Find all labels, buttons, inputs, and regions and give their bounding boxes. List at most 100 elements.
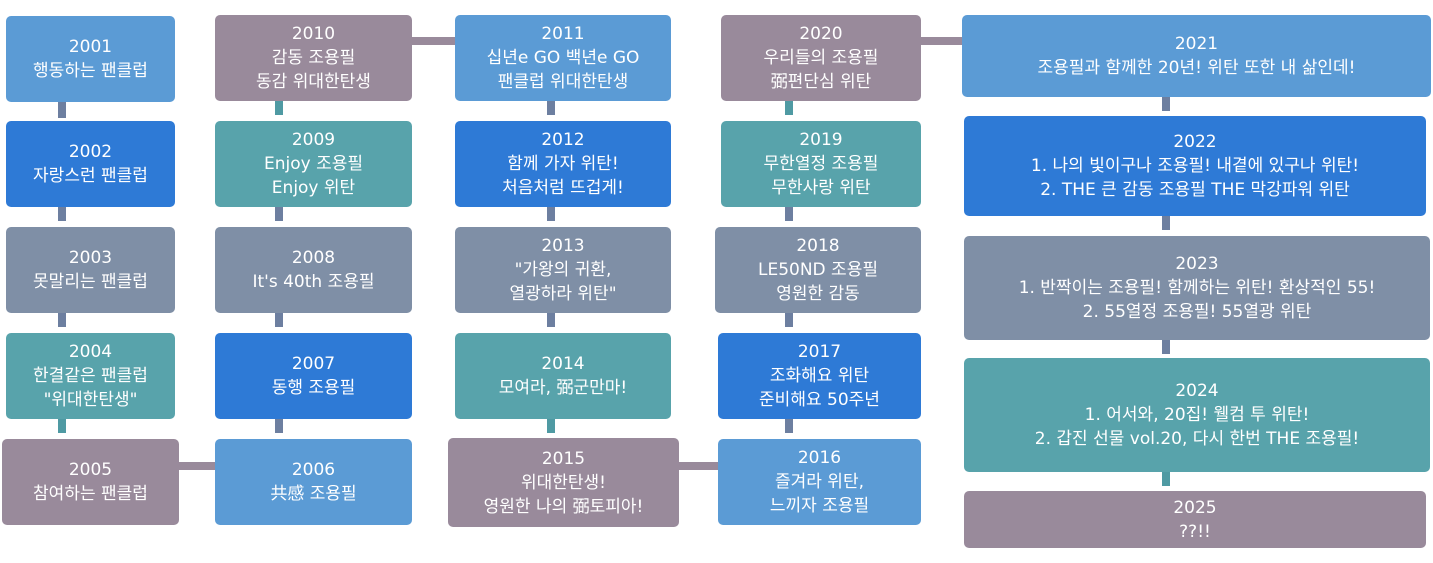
timeline-box-2006: 2006 共感 조용필 (215, 439, 412, 525)
timeline-slogan: 행동하는 팬클럽 (33, 61, 148, 81)
timeline-connector (1162, 216, 1170, 230)
timeline-connector (275, 313, 283, 327)
timeline-year: 2005 (68, 460, 113, 480)
timeline-slogan: 준비해요 50주년 (759, 390, 880, 410)
timeline-slogan: 1. 반짝이는 조용필! 함께하는 위탄! 환상적인 55! (1018, 278, 1376, 298)
timeline-connector (1162, 97, 1170, 111)
timeline-slogan: 조화해요 위탄 (769, 366, 870, 386)
timeline-slogan: LE50ND 조용필 (758, 260, 878, 280)
timeline-slogan: 2. THE 큰 감동 조용필 THE 막강파워 위탄 (1040, 180, 1350, 200)
timeline-slogan: 한결같은 팬클럽 (33, 366, 148, 386)
timeline-slogan: 1. 어서와, 20집! 웰컴 투 위탄! (1084, 405, 1310, 425)
timeline-box-2012: 2012 함께 가자 위탄! 처음처럼 뜨겁게! (455, 121, 671, 207)
timeline-slogan: 동행 조용필 (271, 378, 356, 398)
timeline-year: 2012 (541, 130, 585, 150)
timeline-year: 2015 (541, 448, 586, 469)
timeline-year: 2009 (291, 130, 336, 150)
timeline-slogan: 弼편단심 위탄 (770, 72, 872, 92)
timeline-slogan: 감동 조용필 (271, 48, 356, 68)
timeline-slogan: 2. 갑진 선물 vol.20, 다시 한번 THE 조용필! (1034, 429, 1360, 449)
timeline-slogan: 팬클럽 위대한탄생 (497, 72, 629, 92)
timeline-connector (547, 207, 555, 221)
timeline-year: 2014 (541, 354, 585, 374)
timeline-slogan: It's 40th 조용필 (252, 272, 375, 292)
timeline-slogan: 1. 나의 빛이구나 조용필! 내곁에 있구나 위탄! (1030, 156, 1360, 176)
timeline-box-2004: 2004 한결같은 팬클럽 "위대한탄생" (6, 333, 175, 419)
timeline-slogan: 못말리는 팬클럽 (33, 272, 148, 292)
timeline-slogan: 처음처럼 뜨겁게! (502, 178, 624, 198)
timeline-year: 2017 (797, 342, 842, 362)
timeline-connector (1162, 340, 1170, 354)
timeline-slogan: "위대한탄생" (43, 390, 138, 410)
timeline-year: 2003 (68, 248, 113, 268)
timeline-connector (785, 419, 793, 433)
timeline-box-2005: 2005 참여하는 팬클럽 (2, 439, 179, 525)
timeline-connector (785, 313, 793, 327)
timeline-connector (58, 102, 66, 118)
timeline-connector (785, 101, 793, 115)
timeline-year: 2021 (1174, 34, 1219, 54)
timeline-slogan: "가왕의 귀환, (514, 260, 612, 280)
timeline-connector (58, 313, 66, 327)
timeline-year: 2011 (541, 24, 585, 44)
timeline-box-2021: 2021 조용필과 함께한 20년! 위탄 또한 내 삶인데! (962, 15, 1431, 97)
timeline-year: 2025 (1173, 497, 1217, 518)
timeline-box-2003: 2003 못말리는 팬클럽 (6, 227, 175, 313)
timeline-slogan: 참여하는 팬클럽 (33, 484, 148, 504)
timeline-slogan: 조용필과 함께한 20년! 위탄 또한 내 삶인데! (1037, 58, 1356, 78)
timeline-slogan: 열광하라 위탄" (509, 284, 617, 304)
timeline-slogan: 느끼자 조용필 (769, 496, 870, 516)
timeline-slogan: 2. 55열정 조용필! 55열광 위탄 (1082, 302, 1312, 322)
timeline-year: 2013 (541, 236, 585, 256)
timeline-box-2020: 2020 우리들의 조용필 弼편단심 위탄 (721, 15, 921, 101)
timeline-box-2001: 2001 행동하는 팬클럽 (6, 16, 175, 102)
timeline-connector (785, 207, 793, 221)
timeline-box-2015: 2015 위대한탄생! 영원한 나의 弼토피아! (448, 438, 679, 527)
timeline-connector (547, 101, 555, 115)
timeline-connector (275, 419, 283, 433)
timeline-connector (58, 419, 66, 433)
timeline-box-2007: 2007 동행 조용필 (215, 333, 412, 419)
timeline-box-2014: 2014 모여라, 弼군만마! (455, 333, 671, 419)
timeline-slogan: 십년e GO 백년e GO (486, 48, 640, 68)
timeline-year: 2001 (68, 37, 113, 57)
timeline-connector (275, 101, 283, 115)
timeline-slogan: 무한사랑 위탄 (771, 178, 871, 198)
timeline-slogan: 共感 조용필 (270, 484, 357, 504)
timeline-connector (179, 462, 215, 470)
timeline-connector (547, 419, 555, 433)
timeline-box-2025: 2025??!! (964, 491, 1426, 548)
timeline-slogan: 무한열정 조용필 (763, 154, 879, 174)
timeline-year: 2006 (291, 460, 336, 480)
timeline-slogan: ??!! (1179, 521, 1211, 542)
timeline-slogan: 영원한 나의 弼토피아! (483, 496, 644, 517)
timeline-slogan: 함께 가자 위탄! (507, 154, 619, 174)
timeline-year: 2024 (1175, 381, 1219, 401)
timeline-box-2024: 2024 1. 어서와, 20집! 웰컴 투 위탄! 2. 갑진 선물 vol.20… (964, 358, 1430, 472)
timeline-year: 2007 (291, 354, 336, 374)
timeline-connector (1162, 472, 1170, 486)
timeline-connector (412, 37, 455, 45)
timeline-year: 2020 (799, 24, 843, 44)
timeline-box-2013: 2013 "가왕의 귀환, 열광하라 위탄" (455, 227, 671, 313)
timeline-slogan: 모여라, 弼군만마! (498, 378, 628, 398)
timeline-slogan: Enjoy 조용필 (263, 154, 364, 174)
timeline-connector (547, 313, 555, 327)
timeline-slogan: Enjoy 위탄 (271, 178, 356, 198)
timeline-slogan: 위대한탄생! (520, 472, 606, 493)
timeline-slogan: 영원한 감동 (776, 284, 860, 304)
timeline-connector (58, 207, 66, 221)
timeline-connector (921, 37, 962, 45)
timeline-slogan: 자랑스런 팬클럽 (33, 166, 148, 186)
timeline-connector (275, 207, 283, 221)
timeline-year: 2004 (68, 342, 113, 362)
timeline-slogan: 우리들의 조용필 (763, 48, 879, 68)
timeline-year: 2016 (797, 448, 842, 468)
